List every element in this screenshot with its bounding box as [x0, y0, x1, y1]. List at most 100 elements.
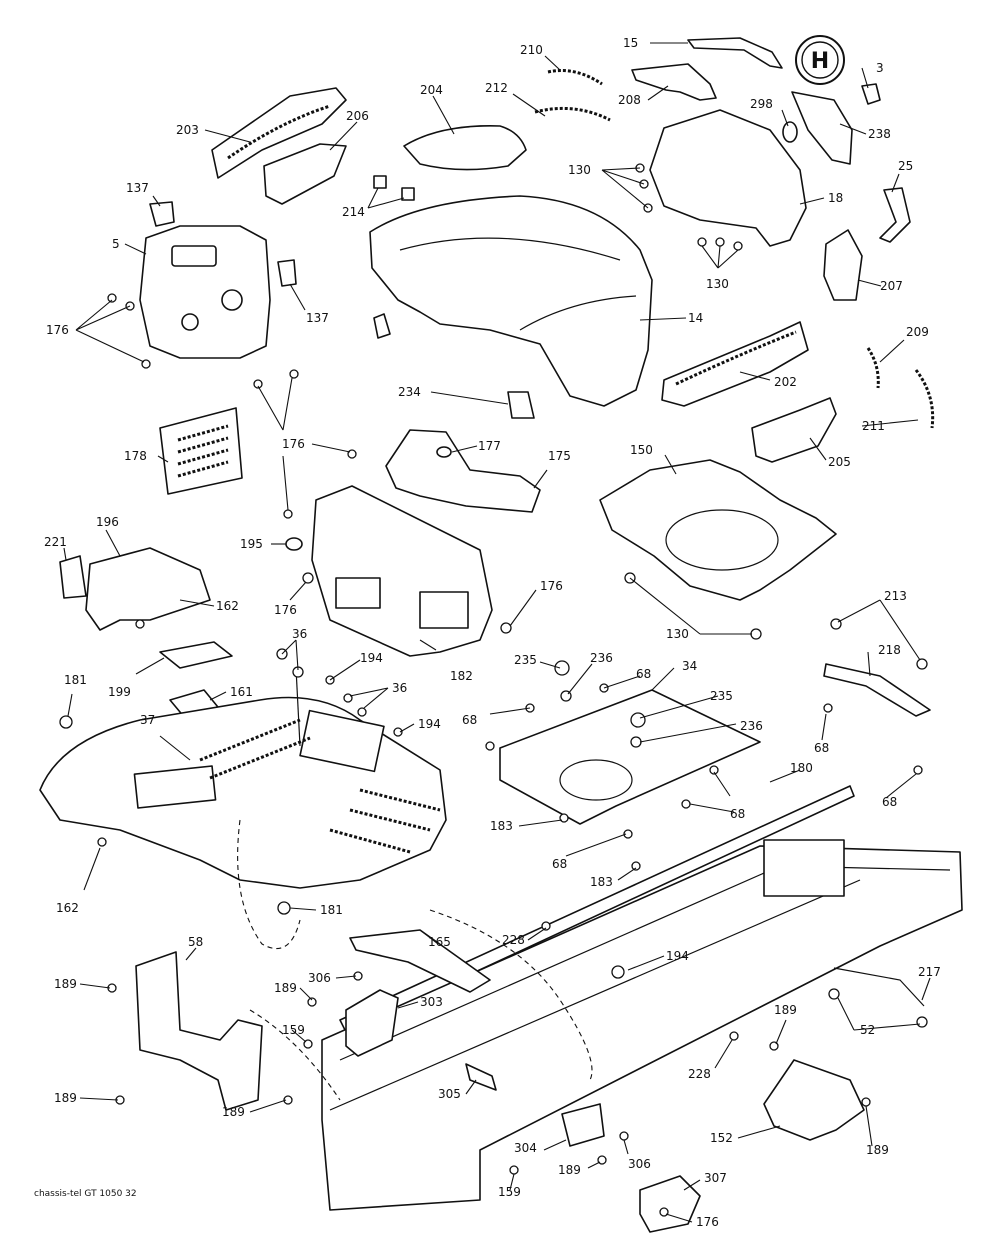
logo-letter: H: [811, 49, 829, 74]
label-194-frame: 194: [666, 949, 689, 963]
label-236-right: 236: [740, 719, 763, 733]
part-5-dial: [221, 289, 243, 311]
part-14-hood: [369, 195, 653, 407]
leader-lines: [63, 42, 931, 1223]
part-202-vents: [675, 330, 797, 386]
screw-189b: [307, 997, 317, 1007]
screw-162a: [135, 619, 145, 629]
part-18-dash: [649, 109, 807, 247]
part-182-window-b: [419, 591, 469, 629]
part-205-cover: [751, 397, 837, 463]
label-159-bottom: 159: [498, 1185, 521, 1199]
part-305-bolt: [465, 1063, 497, 1091]
part-211-grille: [914, 369, 935, 429]
screw-36b-1: [343, 693, 353, 703]
label-205: 205: [828, 455, 851, 469]
label-180: 180: [790, 761, 813, 775]
screw-159b: [509, 1165, 519, 1175]
part-210-grille: [547, 69, 603, 86]
part-209-grille: [866, 347, 880, 389]
footer-caption: chassis-tel GT 1050 32: [34, 1189, 137, 1199]
part-217-rod: [833, 967, 925, 1007]
screw-228b: [729, 1031, 739, 1041]
logo-badge: H: [795, 35, 845, 85]
screw-68e: [913, 765, 923, 775]
part-207-cap: [823, 229, 863, 301]
label-202: 202: [774, 375, 797, 389]
label-199: 199: [108, 685, 131, 699]
part-208-bracket: [631, 63, 717, 101]
label-15: 15: [623, 36, 638, 50]
part-25-bracket: [879, 187, 911, 243]
part-14-hood-slot: [519, 295, 637, 331]
label-218: 218: [878, 643, 901, 657]
label-68-bracket: 68: [814, 741, 829, 755]
label-195: 195: [240, 537, 263, 551]
screw-213-1: [830, 618, 842, 630]
part-34-hole: [559, 759, 633, 801]
part-195-plug: [285, 537, 303, 551]
part-15-trim: [687, 37, 783, 69]
spacer-235a: [554, 660, 570, 676]
label-183-bottom: 183: [590, 875, 613, 889]
part-303-plate: [345, 989, 399, 1057]
screw-130b-2: [715, 237, 725, 247]
assembly-line-hose: [429, 909, 593, 1081]
label-130-fender: 130: [666, 627, 689, 641]
label-298: 298: [750, 97, 773, 111]
label-306-bottom: 306: [628, 1157, 651, 1171]
part-152-cover: [763, 1059, 865, 1141]
label-159-top: 159: [282, 1023, 305, 1037]
label-211: 211: [862, 419, 885, 433]
part-214-clip-a: [373, 175, 387, 189]
label-303: 303: [420, 995, 443, 1009]
label-165: 165: [428, 935, 451, 949]
part-58-bracket: [135, 951, 263, 1111]
label-176-left: 176: [274, 603, 297, 617]
screw-176b-3: [347, 449, 357, 459]
label-206: 206: [346, 109, 369, 123]
label-175: 175: [548, 449, 571, 463]
part-203-vents: [227, 104, 331, 160]
part-14-hood-ridge: [399, 237, 621, 261]
frame-lower-line: [329, 879, 861, 1111]
label-176-bottom: 176: [696, 1215, 719, 1229]
screw-68-low: [681, 799, 691, 809]
grommet-181b: [277, 901, 291, 915]
label-189-left-top: 189: [54, 977, 77, 991]
label-181-bottom: 181: [320, 903, 343, 917]
label-178: 178: [124, 449, 147, 463]
part-178-slots: [177, 424, 229, 478]
part-212-grille: [534, 106, 611, 122]
label-176-console: 176: [46, 323, 69, 337]
label-228-top: 228: [502, 933, 525, 947]
screw-130b-3: [733, 241, 743, 251]
screw-189f: [861, 1097, 871, 1107]
label-207: 207: [880, 279, 903, 293]
screw-68-right: [709, 765, 719, 775]
label-203: 203: [176, 123, 199, 137]
part-137-clip-b: [277, 259, 297, 287]
screw-176b-2: [289, 369, 299, 379]
part-182-window-a: [335, 577, 381, 609]
part-5-display: [171, 245, 217, 267]
part-298-knob: [782, 121, 798, 143]
label-36-top: 36: [292, 627, 307, 641]
label-235-right: 235: [710, 689, 733, 703]
label-189-right-bottom: 189: [866, 1143, 889, 1157]
screw-68d: [823, 703, 833, 713]
part-196-console: [85, 547, 211, 631]
label-189-lower: 189: [558, 1163, 581, 1177]
label-162-top: 162: [216, 599, 239, 613]
label-152: 152: [710, 1131, 733, 1145]
frame-main-rail: [321, 845, 963, 1211]
label-213: 213: [884, 589, 907, 603]
washer-52a: [828, 988, 840, 1000]
part-37-opening-b: [299, 709, 385, 773]
label-68-left: 68: [462, 713, 477, 727]
label-209: 209: [906, 325, 929, 339]
label-189-right-top: 189: [774, 1003, 797, 1017]
screw-228a: [541, 921, 551, 931]
label-194-mid: 194: [418, 717, 441, 731]
